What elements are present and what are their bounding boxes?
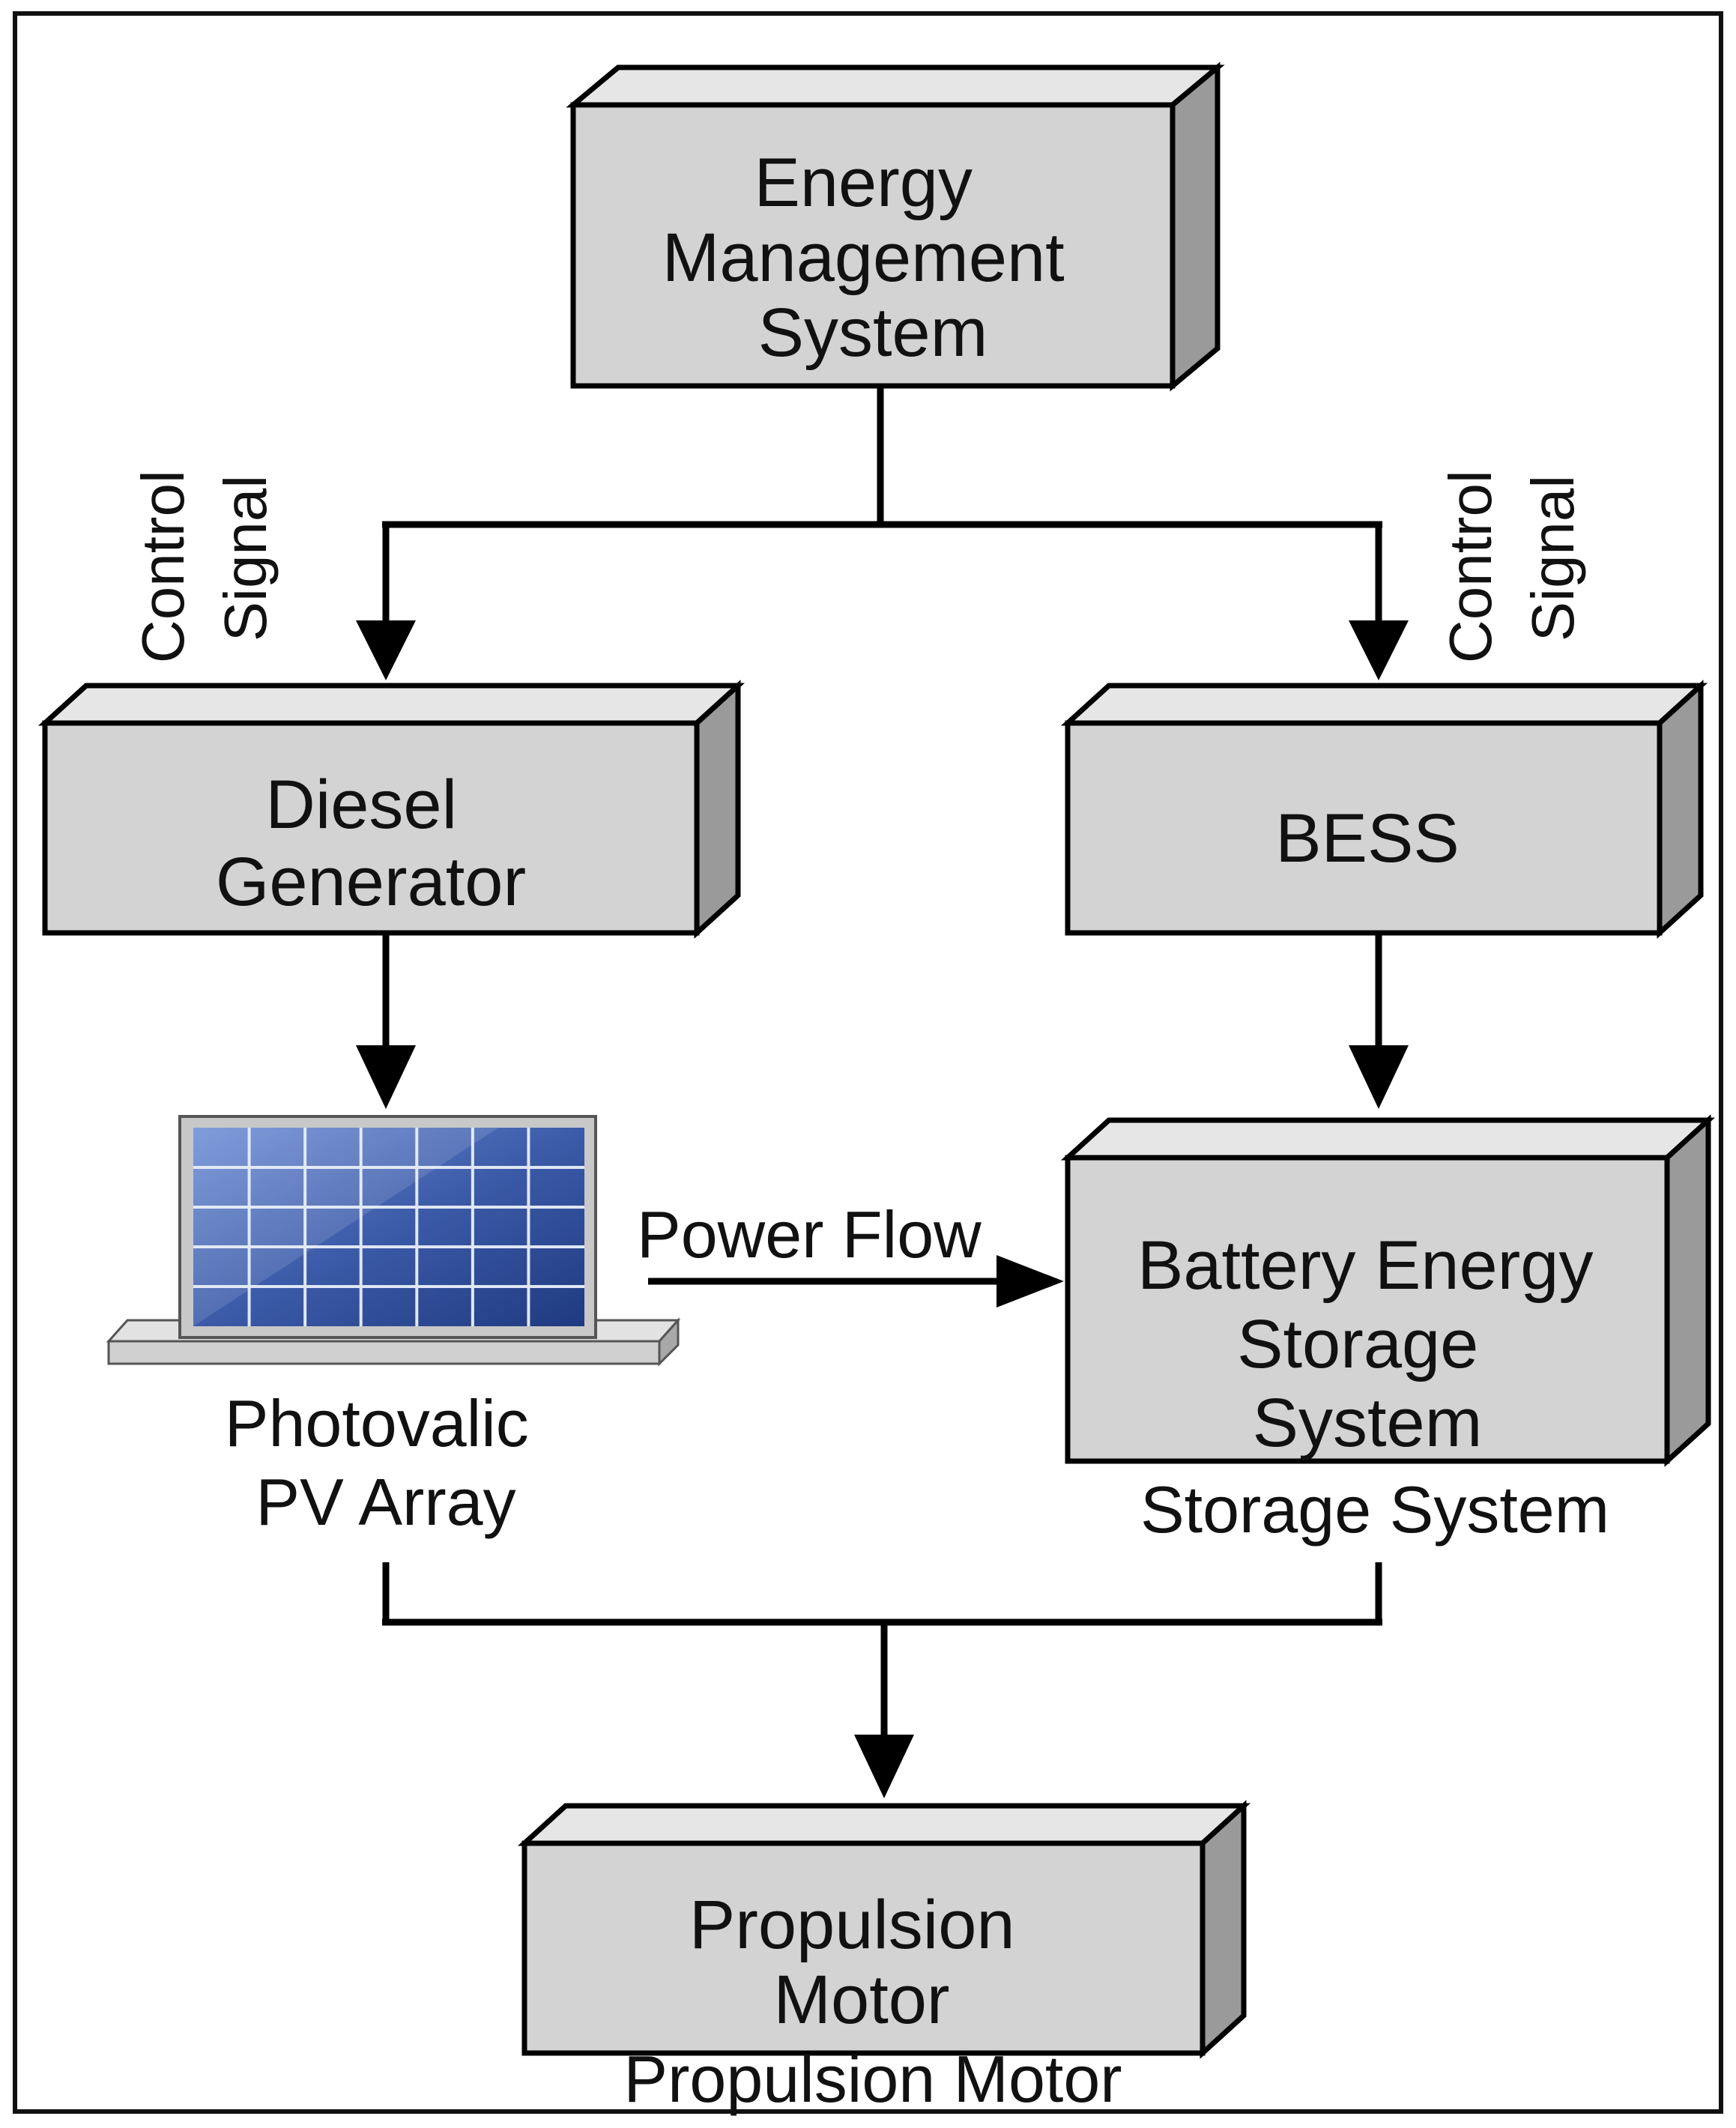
arrowhead-to-propulsion bbox=[854, 1735, 914, 1798]
diesel-line-1: Diesel bbox=[265, 767, 457, 843]
panel-grid bbox=[193, 1128, 584, 1326]
arrowhead-to-battery bbox=[1349, 1045, 1409, 1109]
svg-text:Diesel Generator: Diesel Generator bbox=[216, 767, 526, 920]
diesel-line-2: Generator bbox=[216, 844, 526, 920]
power-flow-arrow: Power Flow bbox=[637, 1197, 1064, 1308]
pv-line-2: PV Array bbox=[255, 1465, 515, 1539]
power-flow-label: Power Flow bbox=[637, 1197, 982, 1272]
arrowhead-to-bess bbox=[1349, 620, 1409, 680]
svg-text:Energy Management: Energy Management System bbox=[662, 145, 1084, 371]
svg-text:Photovalic PV Array: Photovalic PV Array bbox=[225, 1386, 547, 1539]
motor-connectors bbox=[382, 1562, 1382, 1798]
svg-text:BESS: BESS bbox=[1275, 800, 1459, 877]
battery-line-3: System bbox=[1253, 1385, 1483, 1461]
panel-glare bbox=[193, 1128, 499, 1326]
bess-label: BESS bbox=[1275, 800, 1459, 877]
ems-line-2: Management bbox=[662, 220, 1065, 296]
down-arrows bbox=[356, 933, 1409, 1109]
ems-box: Energy Management System bbox=[566, 61, 1225, 392]
control-signal-left-label: Control Signal bbox=[130, 453, 279, 663]
control-signal-right-label: Control Signal bbox=[1437, 453, 1586, 663]
propulsion-motor-box: Propulsion Motor bbox=[517, 1800, 1251, 2059]
arrowhead-to-pv bbox=[356, 1045, 416, 1109]
pv-line-1: Photovalic bbox=[225, 1386, 529, 1460]
battery-line-1: Battery Energy bbox=[1137, 1227, 1594, 1304]
arrowhead-to-diesel bbox=[356, 620, 416, 680]
battery-line-2: Storage bbox=[1237, 1306, 1478, 1382]
svg-text:Propulsion Motor: Propulsion Motor bbox=[689, 1887, 1034, 2038]
battery-caption: Storage System bbox=[1140, 1472, 1609, 1547]
ems-line-3: System bbox=[758, 294, 988, 371]
diesel-generator-box: Diesel Generator bbox=[37, 680, 745, 939]
svg-text:Battery Energy Storage: Battery Energy Storage System bbox=[1137, 1227, 1612, 1461]
outer-frame bbox=[13, 11, 1723, 2114]
battery-storage-box: Battery Energy Storage System bbox=[1060, 1114, 1716, 1467]
arrowhead-to-battery-storage bbox=[996, 1255, 1064, 1308]
control-connectors bbox=[356, 386, 1409, 680]
propulsion-line-2: Motor bbox=[773, 1962, 949, 2038]
ems-line-1: Energy bbox=[754, 145, 973, 221]
propulsion-caption: Propulsion Motor bbox=[623, 2042, 1122, 2116]
bess-box: BESS bbox=[1060, 680, 1708, 939]
propulsion-line-1: Propulsion bbox=[689, 1887, 1015, 1963]
solar-panel-icon bbox=[106, 1115, 681, 1367]
